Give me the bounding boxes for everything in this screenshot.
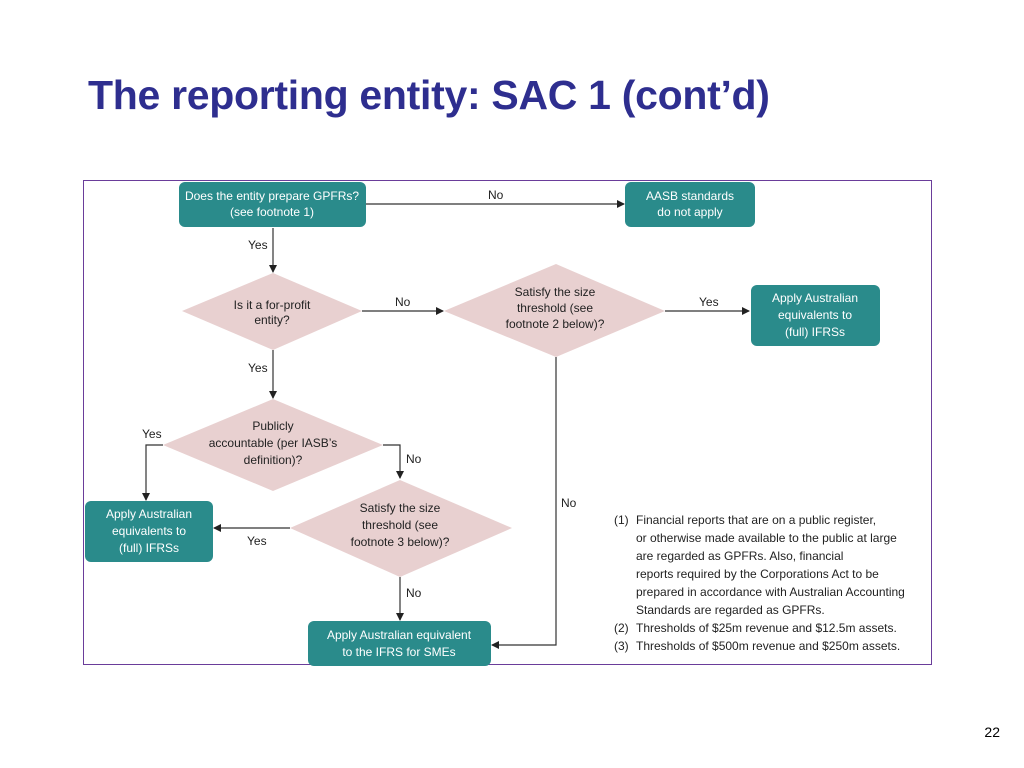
page-number: 22	[984, 724, 1000, 740]
svg-text:equivalents to: equivalents to	[778, 308, 852, 322]
footnote-2-text: Thresholds of $25m revenue and $12.5m as…	[636, 621, 897, 635]
connectors	[142, 200, 750, 649]
label-gpfr-no: No	[488, 188, 504, 202]
svg-text:Is it a for-profit: Is it a for-profit	[234, 298, 311, 312]
slide-title: The reporting entity: SAC 1 (cont’d)	[88, 72, 770, 118]
node-is-for-profit-entity: Is it a for-profit entity?	[182, 273, 362, 350]
svg-text:AASB standards: AASB standards	[646, 189, 734, 203]
svg-text:Apply Australian: Apply Australian	[106, 507, 192, 521]
svg-text:footnote 2 below)?: footnote 2 below)?	[506, 317, 605, 331]
node-satisfy-size-threshold-footnote-3: Satisfy the size threshold (see footnote…	[290, 480, 512, 577]
footnote-1-marker: (1)	[614, 513, 629, 527]
label-size3-yes: Yes	[247, 534, 267, 548]
svg-text:to the IFRS for SMEs: to the IFRS for SMEs	[342, 645, 455, 659]
footnote-3-text: Thresholds of $500m revenue and $250m as…	[636, 639, 900, 653]
edge-size2-no	[491, 357, 557, 649]
footnote-1-line: prepared in accordance with Australian A…	[636, 585, 905, 599]
svg-text:do not apply: do not apply	[657, 205, 722, 219]
label-profit-yes: Yes	[248, 361, 268, 375]
label-size2-no: No	[561, 496, 577, 510]
node-aasb-standards-do-not-apply: AASB standards do not apply	[625, 182, 755, 227]
footnote-1-line: Financial reports that are on a public r…	[636, 513, 876, 527]
footnote-1-line: or otherwise made available to the publi…	[636, 531, 897, 545]
edge-labels: No Yes No Yes Yes Yes No No Yes No	[142, 188, 719, 600]
node-satisfy-size-threshold-footnote-2: Satisfy the size threshold (see footnote…	[444, 264, 665, 357]
label-profit-no: No	[395, 295, 411, 309]
label-size3-no: No	[406, 586, 422, 600]
svg-text:threshold (see: threshold (see	[362, 518, 438, 532]
svg-text:Satisfy the size: Satisfy the size	[360, 501, 441, 515]
label-size2-yes: Yes	[699, 295, 719, 309]
svg-text:threshold (see: threshold (see	[517, 301, 593, 315]
svg-text:(see footnote 1): (see footnote 1)	[230, 205, 314, 219]
footnote-1-line: Standards are regarded as GPFRs.	[636, 603, 825, 617]
footnotes: (1) Financial reports that are on a publ…	[614, 513, 905, 653]
node-apply-ifrs-for-smes: Apply Australian equivalent to the IFRS …	[308, 621, 491, 666]
svg-text:Apply Australian: Apply Australian	[772, 291, 858, 305]
footnote-2-marker: (2)	[614, 621, 629, 635]
svg-text:Publicly: Publicly	[252, 419, 293, 433]
svg-text:equivalents to: equivalents to	[112, 524, 186, 538]
footnote-1-line: are regarded as GPFRs. Also, financial	[636, 549, 843, 563]
node-does-entity-prepare-gpfrs: Does the entity prepare GPFRs? (see foot…	[179, 182, 366, 227]
node-apply-full-ifrs-left: Apply Australian equivalents to (full) I…	[85, 501, 213, 562]
label-public-yes: Yes	[142, 427, 162, 441]
svg-text:Satisfy the size: Satisfy the size	[515, 285, 596, 299]
svg-text:footnote 3 below)?: footnote 3 below)?	[351, 535, 450, 549]
node-publicly-accountable: Publicly accountable (per IASB’s definit…	[163, 399, 383, 491]
flowchart-frame	[83, 180, 932, 665]
svg-text:(full) IFRSs: (full) IFRSs	[119, 541, 179, 555]
label-gpfr-yes: Yes	[248, 238, 268, 252]
svg-text:accountable (per IASB’s: accountable (per IASB’s	[209, 436, 338, 450]
svg-text:definition)?: definition)?	[244, 453, 303, 467]
node-apply-full-ifrs-top: Apply Australian equivalents to (full) I…	[751, 285, 880, 346]
svg-text:Does the entity prepare GPFRs?: Does the entity prepare GPFRs?	[185, 189, 359, 203]
svg-text:entity?: entity?	[254, 313, 290, 327]
edge-public-yes	[142, 444, 163, 501]
footnote-3-marker: (3)	[614, 639, 629, 653]
svg-text:(full) IFRSs: (full) IFRSs	[785, 325, 845, 339]
svg-text:Apply Australian equivalent: Apply Australian equivalent	[327, 628, 472, 642]
edge-public-no	[383, 444, 404, 479]
label-public-no: No	[406, 452, 422, 466]
footnote-1-line: reports required by the Corporations Act…	[636, 567, 879, 581]
